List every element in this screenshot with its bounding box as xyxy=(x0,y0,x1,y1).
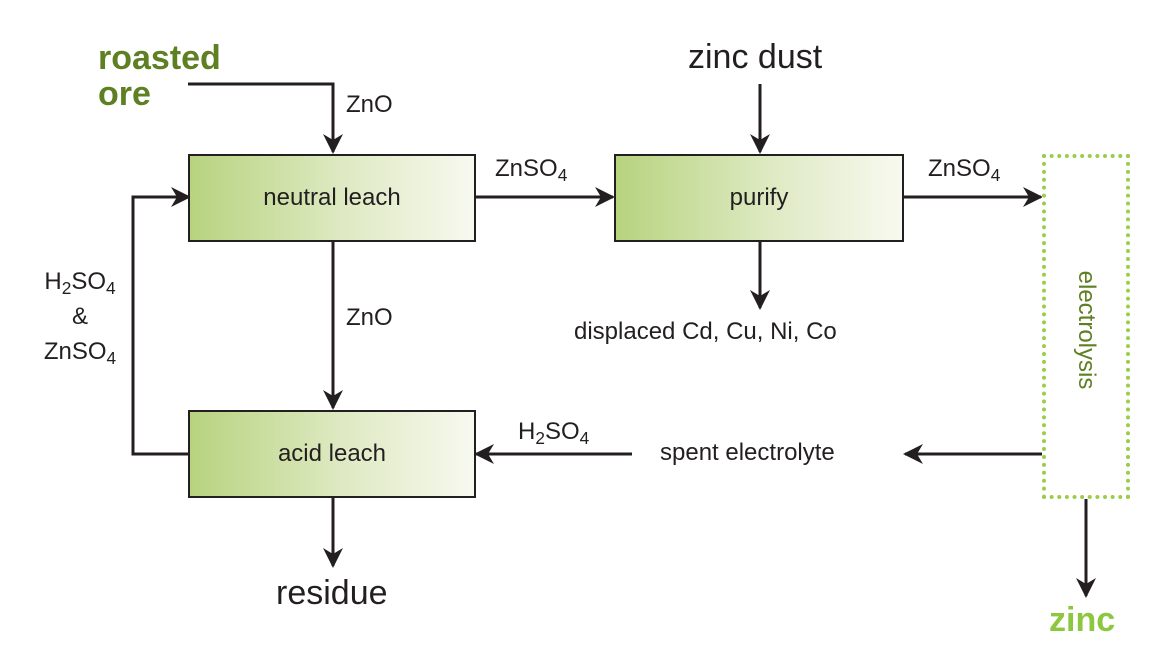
znso4-a-subscript: 4 xyxy=(557,165,568,186)
recycle-so-subscript: 4 xyxy=(106,278,116,299)
roasted-ore-line2: ore xyxy=(98,75,151,114)
znso4-to-electrolysis-label: ZnSO4 xyxy=(928,155,1000,184)
recycle-so-text: SO xyxy=(71,268,107,295)
displaced-metals-label: displaced Cd, Cu, Ni, Co xyxy=(574,318,837,345)
zno-down-label: ZnO xyxy=(346,304,393,331)
recycle-znso-subscript: 4 xyxy=(106,347,117,368)
arrow-acid-recycle xyxy=(131,187,191,456)
electrolysis-box xyxy=(1042,154,1130,499)
recycle-znso4: ZnSO4 xyxy=(34,335,126,370)
electrolysis-label: electrolysis xyxy=(1073,270,1100,390)
recycle-h-subscript: 2 xyxy=(61,278,72,299)
purify-box: purify xyxy=(614,154,904,242)
neutral-leach-label: neutral leach xyxy=(263,184,401,211)
znso4-b-text: ZnSO xyxy=(928,155,991,182)
zinc-output-label: zinc xyxy=(1049,601,1116,639)
acid-so-subscript: 4 xyxy=(579,428,590,449)
acid-leach-label: acid leach xyxy=(277,440,387,467)
recycle-h-text: H xyxy=(44,268,62,295)
spent-electrolyte-label: spent electrolyte xyxy=(660,439,835,466)
acid-h-subscript: 2 xyxy=(535,428,545,449)
roasted-ore-line1: roasted xyxy=(98,39,221,77)
znso4-a-text: ZnSO xyxy=(495,155,558,182)
neutral-leach-box: neutral leach xyxy=(188,154,476,242)
acid-leach-box: acid leach xyxy=(188,410,476,498)
arrow-ore-to-neutral-leach xyxy=(188,82,343,154)
znso4-to-purify-label: ZnSO4 xyxy=(495,155,567,184)
h2so4-to-acid-label: H2SO4 xyxy=(518,418,589,447)
zno-input-label: ZnO xyxy=(346,91,393,118)
acid-so-text: SO xyxy=(544,418,580,445)
recycle-h2so4: H2SO4 xyxy=(34,265,126,300)
recycle-label: H2SO4 & ZnSO4 xyxy=(34,265,126,369)
recycle-znso-text: ZnSO xyxy=(43,337,107,365)
residue-label: residue xyxy=(276,574,388,612)
zinc-dust-label: zinc dust xyxy=(688,38,823,76)
roasted-ore-label: roasted ore xyxy=(98,40,221,112)
recycle-ampersand: & xyxy=(71,302,88,330)
znso4-b-subscript: 4 xyxy=(990,165,1001,186)
purify-label: purify xyxy=(729,184,789,211)
acid-h-text: H xyxy=(518,418,536,445)
